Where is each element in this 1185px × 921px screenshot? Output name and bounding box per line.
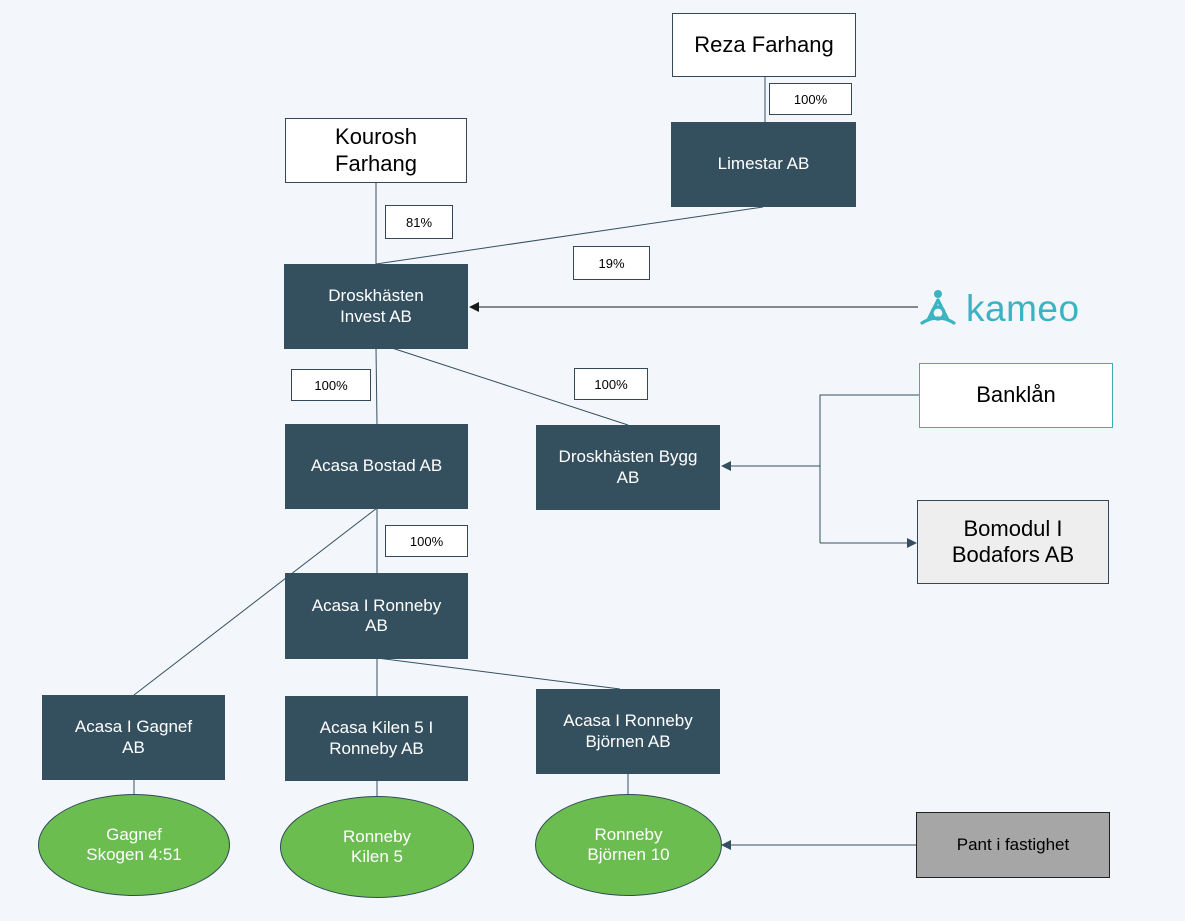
- line-bostad-gagnef: [133, 507, 378, 696]
- line-limestar-invest: [375, 206, 764, 265]
- node-kourosh-farhang: Kourosh Farhang: [285, 118, 467, 183]
- node-pant-i-fastighet: Pant i fastighet: [916, 812, 1110, 878]
- node-acasa-bostad-ab: Acasa Bostad AB: [285, 424, 468, 509]
- line-ronneby-bjornen: [376, 657, 621, 690]
- node-acasa-gagnef-ab: Acasa I Gagnef AB: [42, 695, 225, 780]
- ownership-kourosh-invest: 81%: [385, 205, 453, 239]
- node-droskhasten-bygg-ab: Droskhästen Bygg AB: [536, 425, 720, 510]
- ownership-limestar-invest: 19%: [573, 246, 650, 280]
- kameo-logo-icon: [920, 290, 956, 325]
- line-invest-bostad: [375, 347, 378, 425]
- node-acasa-ronneby-ab: Acasa I Ronneby AB: [285, 573, 468, 659]
- ownership-invest-bygg: 100%: [574, 368, 648, 400]
- node-acasa-ronneby-bjornen-ab: Acasa I Ronneby Björnen AB: [536, 689, 720, 774]
- kameo-logo: kameo: [916, 286, 1101, 330]
- node-limestar-ab: Limestar AB: [671, 122, 856, 207]
- node-acasa-kilen-ronneby-ab: Acasa Kilen 5 I Ronneby AB: [285, 696, 468, 781]
- ownership-reza-limestar: 100%: [769, 83, 852, 115]
- line-invest-bygg: [391, 347, 629, 426]
- node-reza-farhang: Reza Farhang: [672, 13, 856, 77]
- node-droskhasten-invest-ab: Droskhästen Invest AB: [284, 264, 468, 349]
- node-bomodul-bodafors-ab: Bomodul I Bodafors AB: [917, 500, 1109, 584]
- node-banklan: Banklån: [919, 363, 1113, 428]
- property-ronneby-bjornen: Ronneby Björnen 10: [535, 794, 722, 896]
- property-gagnef-skogen: Gagnef Skogen 4:51: [38, 794, 230, 896]
- ownership-invest-bostad: 100%: [291, 369, 371, 401]
- property-ronneby-kilen: Ronneby Kilen 5: [280, 796, 474, 898]
- ownership-bostad-ronneby: 100%: [385, 525, 468, 557]
- kameo-logo-text: kameo: [966, 287, 1080, 329]
- line-bank-bus: [819, 394, 919, 543]
